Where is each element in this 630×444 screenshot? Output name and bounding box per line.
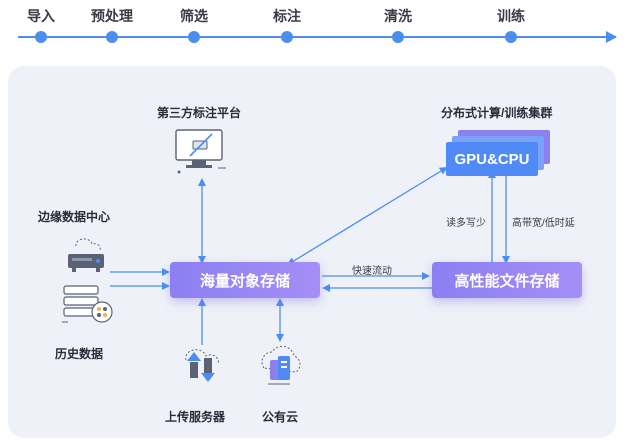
stage-label-preprocess: 预处理 (91, 8, 133, 24)
high-perf-file-storage-box: 高性能文件存储 (432, 262, 582, 298)
upload-server-title: 上传服务器 (165, 410, 226, 424)
history-data-title: 历史数据 (55, 347, 104, 361)
public-cloud-title: 公有云 (262, 410, 299, 424)
public-cloud-icon (261, 345, 301, 385)
stage-label-filter: 筛选 (180, 8, 208, 24)
stage-dot-clean (392, 31, 404, 43)
third-party-platform-title: 第三方标注平台 (157, 106, 242, 120)
stage-label-import: 导入 (27, 8, 55, 24)
stage-dot-filter (188, 31, 200, 43)
fast-flow-label: 快速流动 (352, 266, 392, 277)
gpu-cpu-stack: GPU&CPU (446, 130, 550, 176)
link-storage-gpu (286, 166, 448, 266)
stage-label-annotate: 标注 (273, 8, 301, 24)
stage-label-train: 训练 (497, 8, 525, 24)
gpu-cpu-label: GPU&CPU (446, 142, 538, 176)
stage-label-clean: 清洗 (384, 8, 412, 24)
edge-datacenter-title: 边缘数据中心 (38, 210, 111, 224)
mass-object-storage-box: 海量对象存储 (170, 262, 320, 298)
stage-dot-annotate (281, 31, 293, 43)
distributed-cluster-title: 分布式计算/训练集群 (441, 106, 553, 120)
high-bandwidth-low-latency-label: 高带宽/低时延 (512, 218, 575, 229)
monitor-annotate-icon (175, 129, 226, 174)
server-rack-icon (68, 238, 104, 272)
stage-dot-preprocess (106, 31, 118, 43)
read-more-write-less-label: 读多写少 (446, 218, 486, 229)
pipeline-arrowhead (606, 31, 617, 43)
upload-server-icon (185, 349, 219, 382)
pipeline-line (18, 36, 616, 38)
stage-dot-train (505, 31, 517, 43)
database-history-icon (62, 285, 113, 323)
stage-dot-import (35, 31, 47, 43)
